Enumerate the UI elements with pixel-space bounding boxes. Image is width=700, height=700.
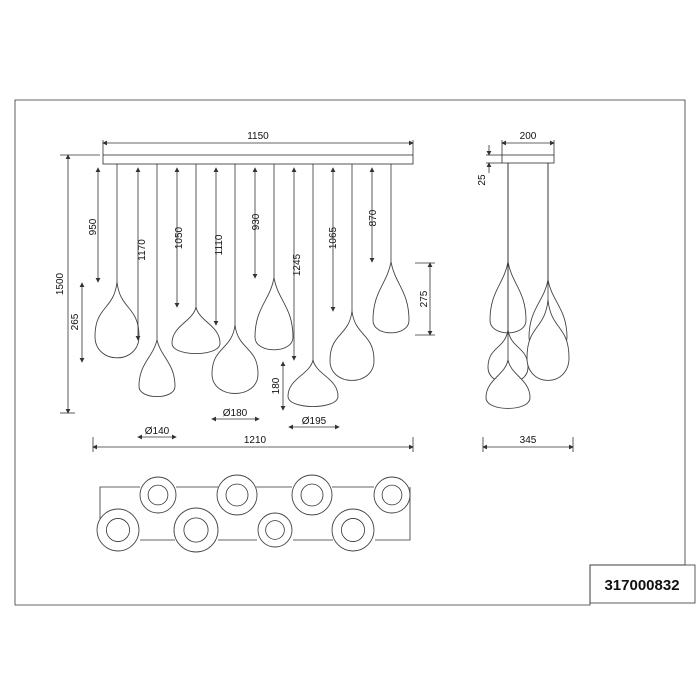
- shade-plan-circle: [291, 474, 333, 516]
- total-height-label: 1500: [55, 272, 66, 295]
- diameter-180: Ø180: [223, 408, 248, 419]
- front-view: 1150 1500 1210 265 275 180 Ø140 Ø180 Ø19…: [55, 131, 435, 452]
- side-view: 200 25 345: [477, 131, 574, 452]
- pendant-shade: [211, 324, 259, 394]
- diameter-195: Ø195: [302, 416, 327, 427]
- shade-plan-circle: [96, 508, 140, 552]
- shade-plan-circle: [173, 507, 219, 553]
- pendant-shade: [94, 281, 140, 359]
- total-width-label: 1210: [244, 435, 267, 446]
- cable-length-7: 1065: [328, 226, 339, 249]
- pendant-shade: [485, 359, 531, 409]
- pendant-shade: [171, 306, 221, 354]
- shade-plan-circle: [373, 476, 411, 514]
- diameter-140: Ø140: [145, 426, 170, 437]
- cable-length-3: 1050: [174, 226, 185, 249]
- cable-length-6: 1245: [292, 253, 303, 276]
- shade-plan-inner-circle: [183, 517, 209, 543]
- bar-width-label: 1150: [247, 131, 269, 142]
- pendant-shade: [329, 310, 375, 381]
- shade-height-left: 265: [70, 313, 81, 330]
- shade-plan-inner-circle: [381, 484, 403, 506]
- pendant-shade: [372, 261, 410, 334]
- shade-plan-circle: [331, 508, 375, 552]
- part-number-box: [589, 564, 696, 604]
- cable-length-8: 870: [368, 209, 379, 226]
- cable-length-2: 1170: [137, 239, 148, 261]
- cable-length-1: 950: [88, 218, 99, 235]
- part-number: 317000832: [604, 577, 679, 594]
- depth-label: 345: [520, 435, 537, 446]
- canopy-height-label: 25: [477, 174, 488, 186]
- shade-height-right: 275: [419, 290, 430, 307]
- shade-plan-inner-circle: [265, 520, 285, 540]
- pendant-shade: [138, 339, 176, 398]
- shade-plan-inner-circle: [225, 483, 249, 507]
- shade-plan-inner-circle: [341, 518, 365, 542]
- pendant-shade: [287, 359, 339, 407]
- cable-length-5: 930: [251, 213, 262, 230]
- plan-view: [96, 474, 411, 553]
- shade-plan-inner-circle: [300, 483, 324, 507]
- pendant-shade: [526, 299, 570, 381]
- shade-plan-inner-circle: [106, 518, 130, 542]
- ceiling-bar: [102, 154, 414, 165]
- shade-plan-circle: [139, 476, 177, 514]
- canopy: [501, 154, 555, 164]
- shade-height-flat: 180: [271, 377, 282, 394]
- shade-plan-circle: [257, 512, 293, 548]
- canopy-width-label: 200: [520, 131, 537, 142]
- pendant-shade: [254, 277, 294, 351]
- cable-length-4: 1110: [214, 234, 225, 255]
- shade-plan-inner-circle: [147, 484, 169, 506]
- shade-plan-circle: [216, 474, 258, 516]
